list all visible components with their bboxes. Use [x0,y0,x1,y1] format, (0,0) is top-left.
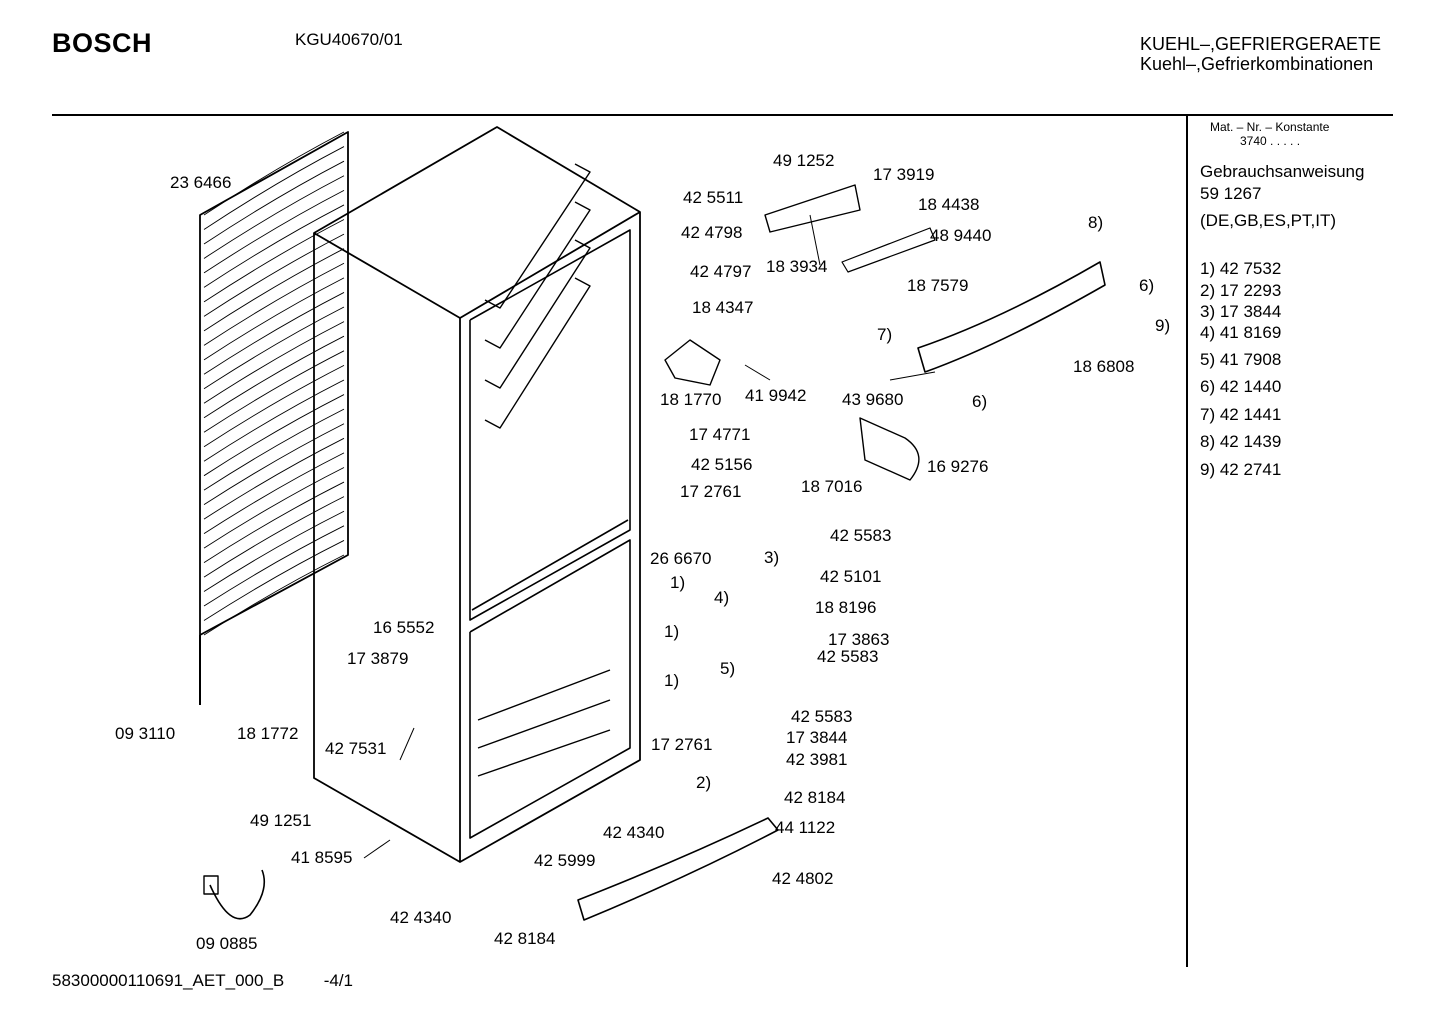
part-label: 17 3863 [828,630,890,649]
footnote-item: 4) 41 8169 [1200,323,1282,342]
part-label: 42 3981 [786,750,848,769]
part-label: 49 1252 [773,151,835,170]
sidebar-divider [1186,116,1188,967]
manual-title: Gebrauchsanweisung [1200,162,1365,181]
part-label: 16 9276 [927,457,989,476]
document-id: 58300000110691_AET_000_B -4/1 [52,971,353,991]
part-label: 16 5552 [373,618,435,637]
part-label: 09 0885 [196,934,258,953]
part-label: 42 5511 [683,188,744,207]
footnote-marker: 4) [714,588,730,607]
part-label: 43 9680 [842,390,904,409]
part-label: 17 4771 [689,425,751,444]
part-label: 41 8595 [291,848,353,867]
part-label: 44 1122 [775,818,836,837]
part-label: 41 9942 [745,386,807,405]
footnote-marker: 3) [764,548,780,567]
category-title: KUEHL–,GEFRIERGERAETE [1140,34,1382,54]
part-label: 42 7531 [325,739,387,758]
footnote-item: 5) 41 7908 [1200,350,1282,369]
part-label: 18 7016 [801,477,863,496]
part-label: 18 3934 [766,257,828,276]
part-label: 17 2761 [651,735,713,754]
page-number: -4/1 [323,971,353,990]
footnote-item: 2) 17 2293 [1200,281,1282,300]
part-label: 42 5583 [830,526,892,545]
part-label: 42 5156 [691,455,753,474]
part-label: 18 8196 [815,598,877,617]
part-label: 42 5101 [820,567,882,586]
part-label: 42 4798 [681,223,743,242]
part-label: 18 1772 [237,724,299,743]
footnote-item: 8) 42 1439 [1200,432,1282,451]
matnr-value: 3740 . . . . . [1240,134,1301,148]
part-label: 17 3879 [347,649,409,668]
footnote-item: 6) 42 1440 [1200,377,1282,396]
fridge-cabinet [313,126,641,863]
matnr-label: Mat. – Nr. – Konstante [1210,120,1330,134]
handle-bar-part [577,817,779,921]
part-label: 18 6808 [1073,357,1135,376]
part-label: 42 4340 [390,908,452,927]
part-label: 17 2761 [680,482,742,501]
part-label: 42 8184 [494,929,556,948]
footnote-marker: 5) [720,659,736,678]
footnote-marker: 1) [664,671,680,690]
part-label: 18 4438 [918,195,980,214]
footnote-marker: 6) [1139,276,1155,295]
manual-languages: (DE,GB,ES,PT,IT) [1200,211,1337,230]
part-label: 17 3919 [873,165,935,184]
part-label: 18 7579 [907,276,969,295]
condenser-coil [199,131,349,705]
part-label: 42 5583 [791,707,853,726]
part-label: 42 5999 [534,851,596,870]
footnote-item: 7) 42 1441 [1200,405,1282,424]
part-label: 42 4340 [603,823,665,842]
document-id-text: 58300000110691_AET_000_B [52,971,285,990]
category-subtitle: Kuehl–,Gefrierkombinationen [1140,54,1374,74]
part-label: 09 3110 [115,724,176,743]
part-label: 23 6466 [170,173,232,192]
part-label: 49 1251 [250,811,312,830]
power-cable-part [203,869,266,920]
footnote-marker: 7) [877,325,893,344]
manual-number: 59 1267 [1200,184,1262,203]
brand-logo: BOSCH [52,28,153,58]
footnote-marker: 2) [696,773,712,792]
part-label: 42 4797 [690,262,752,281]
model-number: KGU40670/01 [295,30,403,49]
footnote-marker: 6) [972,392,988,411]
control-panel-part [764,184,1106,373]
header-divider [52,114,1393,116]
part-label: 26 6670 [650,549,712,568]
footnote-marker: 1) [664,622,680,641]
part-label: 42 8184 [784,788,846,807]
footnote-marker: 8) [1088,213,1104,232]
footnote-marker: 1) [670,573,686,592]
part-label: 42 4802 [772,869,834,888]
part-label: 17 3844 [786,728,848,747]
part-label: 42 5583 [817,647,879,666]
footnote-marker: 9) [1155,316,1171,335]
footnote-item: 3) 17 3844 [1200,302,1282,321]
part-label: 18 4347 [692,298,754,317]
footnote-item: 9) 42 2741 [1200,460,1282,479]
part-label: 48 9440 [930,226,992,245]
lamp-cover-part [664,339,920,481]
footnote-item: 1) 42 7532 [1200,259,1282,278]
part-label: 18 1770 [660,390,722,409]
